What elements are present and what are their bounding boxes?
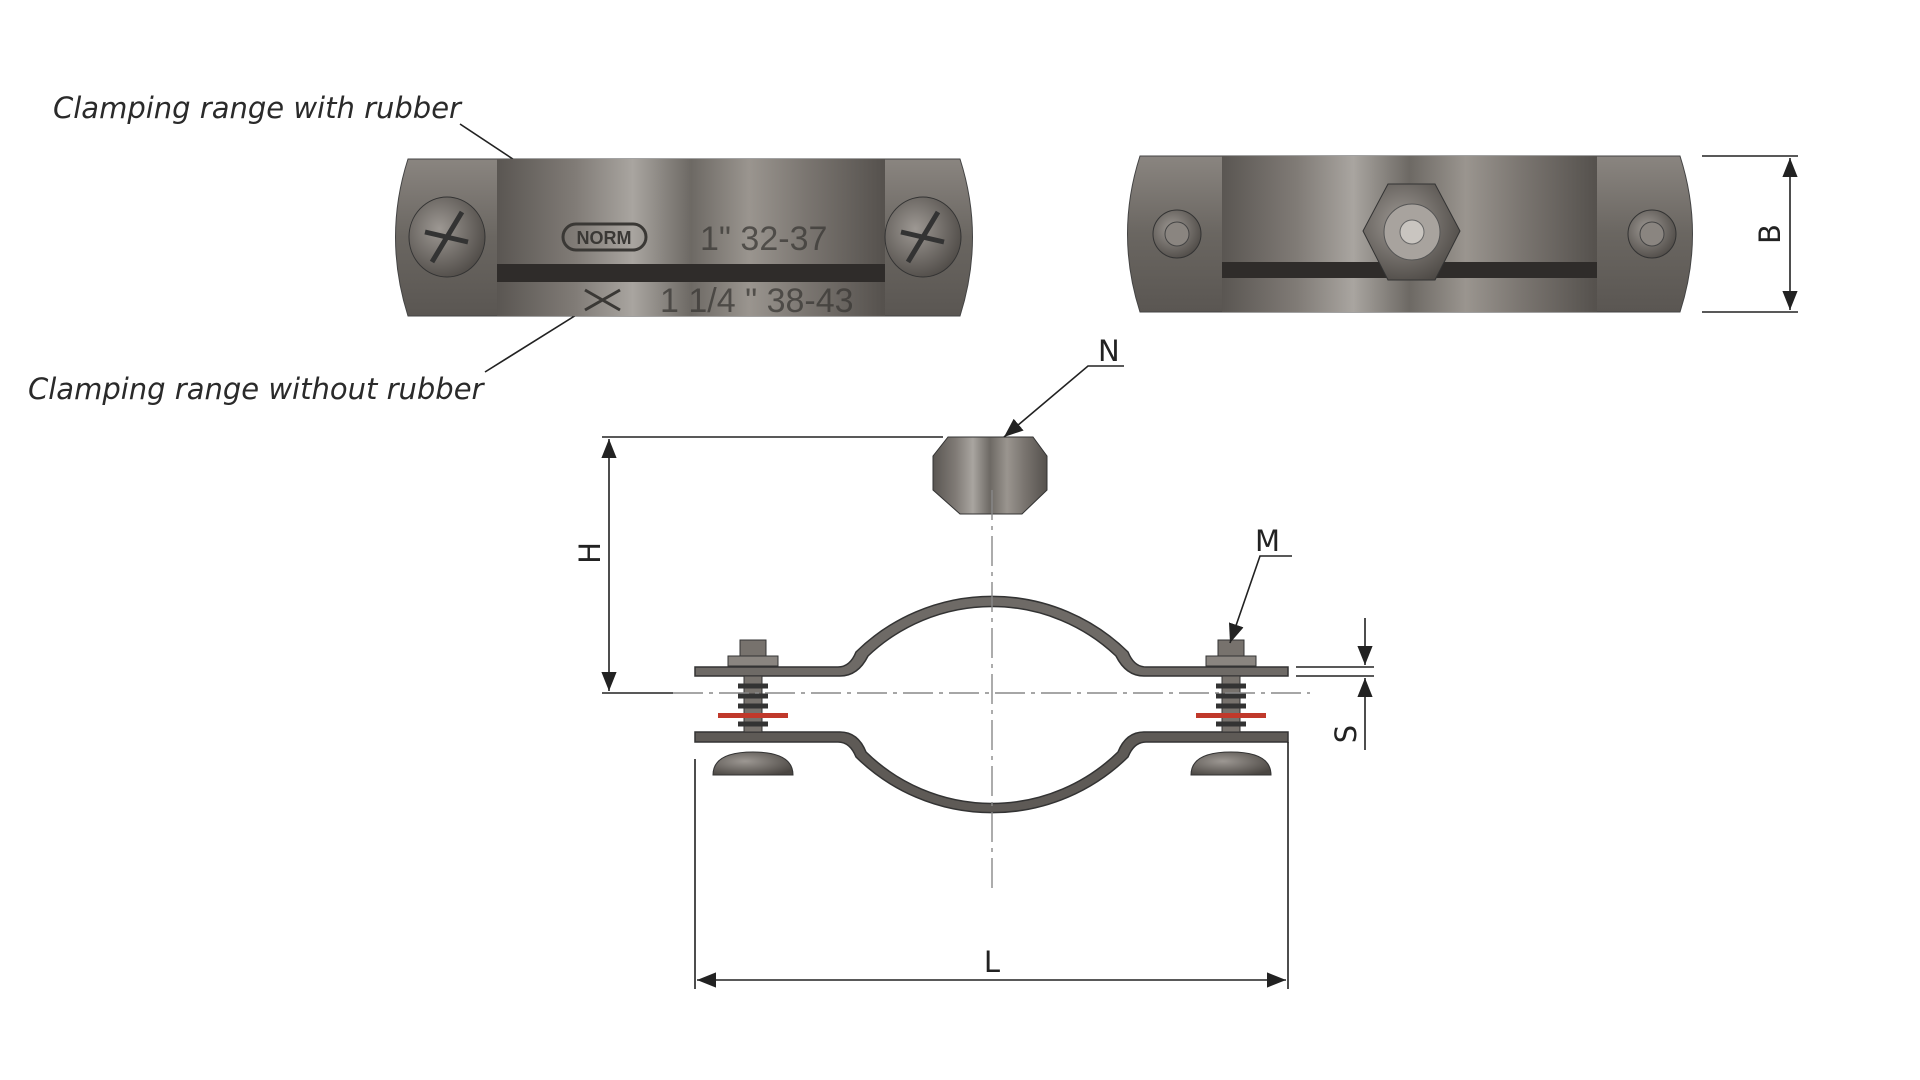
fish-logo-icon [584,288,621,312]
range-without-rubber: 1 1/4 " 38-43 [660,282,854,320]
screw-head-icon [884,196,962,278]
clamp-bottom-view-nut [1127,155,1693,313]
leader-m [1228,555,1292,644]
callout-with-rubber: Clamping range with rubber [53,91,463,125]
screw-head-icon [408,196,486,278]
hex-nut-icon [932,436,1048,515]
label-l: L [984,945,1000,979]
norm-logo-text: NORM [577,228,632,248]
label-n: N [1098,334,1120,368]
dimension-s: S [1296,618,1374,750]
range-with-rubber: 1" 32-37 [700,220,827,258]
dimension-h: H [573,436,943,694]
clamp-top-view-screws: NORM 1" 32-37 1 1/4 " 38-43 [395,158,973,320]
label-m: M [1255,524,1280,558]
dimension-b: B [1702,155,1798,313]
label-h: H [573,542,607,564]
bolt-left [712,639,794,776]
leader-n [1003,365,1124,438]
clamp-front-view [673,436,1310,894]
label-b: B [1753,224,1787,244]
callout-without-rubber: Clamping range without rubber [28,372,486,406]
label-s: S [1329,725,1363,743]
bolt-right [1190,639,1272,776]
norm-logo [561,222,648,252]
dimension-l: L [694,742,1289,989]
